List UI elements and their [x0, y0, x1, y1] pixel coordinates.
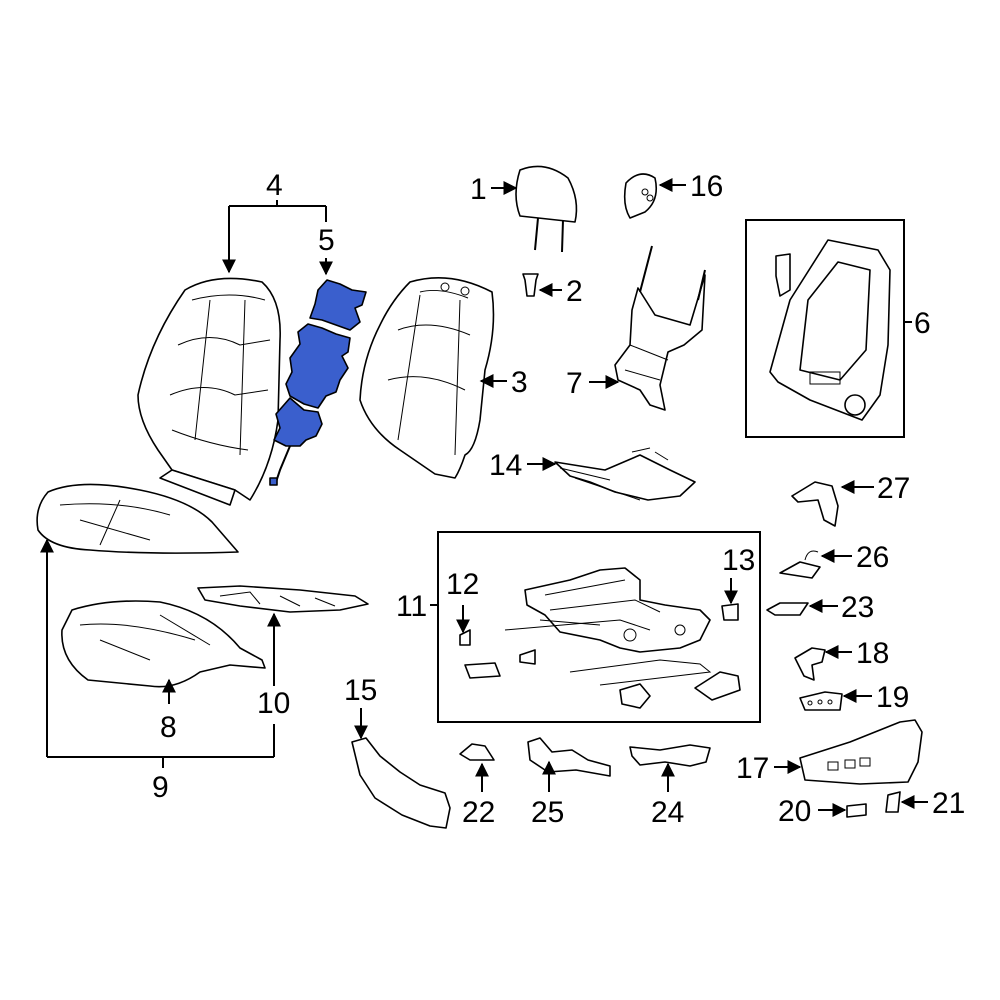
part-10-cushion-heater[interactable]	[197, 585, 369, 613]
callout-10[interactable]: 10	[257, 687, 290, 720]
part-25-bracket[interactable]	[527, 737, 611, 777]
part-20-knob[interactable]	[846, 803, 867, 818]
part-1-headrest[interactable]	[515, 165, 578, 253]
part-26-clip[interactable]	[779, 550, 821, 579]
callout-6[interactable]: 6	[914, 307, 931, 340]
callout-7[interactable]: 7	[566, 367, 583, 400]
part-5-seatback-heater[interactable]	[269, 279, 367, 486]
part-2-headrest-guide[interactable]	[522, 273, 539, 297]
callout-20[interactable]: 20	[778, 795, 811, 828]
callout-21[interactable]: 21	[932, 787, 965, 820]
callout-4[interactable]: 4	[266, 169, 283, 202]
callout-2[interactable]: 2	[566, 275, 583, 308]
part-9-cushion-cover[interactable]	[36, 483, 239, 554]
part-6-seatback-frame-group[interactable]	[745, 219, 905, 438]
callout-14[interactable]: 14	[489, 449, 522, 482]
callout-27[interactable]: 27	[877, 472, 910, 505]
callout-5[interactable]: 5	[318, 224, 335, 257]
part-16-cover[interactable]	[623, 173, 658, 219]
part-8-seat-cushion-pad[interactable]	[61, 600, 266, 688]
callout-22[interactable]: 22	[462, 796, 495, 829]
part-18-bracket[interactable]	[794, 647, 826, 681]
part-24-bracket[interactable]	[629, 744, 711, 767]
callout-16[interactable]: 16	[690, 170, 723, 203]
part-3-seatback-pad[interactable]	[359, 277, 495, 479]
callout-18[interactable]: 18	[856, 637, 889, 670]
part-19-switch[interactable]	[799, 691, 843, 711]
part-22-cover[interactable]	[459, 743, 495, 761]
callout-24[interactable]: 24	[651, 796, 684, 829]
callout-25[interactable]: 25	[531, 796, 564, 829]
callout-19[interactable]: 19	[876, 681, 909, 714]
callout-13[interactable]: 13	[722, 544, 755, 577]
callout-9[interactable]: 9	[152, 771, 169, 804]
part-17-side-shield[interactable]	[799, 719, 923, 785]
leader-lines	[40, 178, 928, 817]
part-14-lever-assembly[interactable]	[554, 447, 696, 501]
callout-labels: 4 5 1 16 2 3 7 6 14 27 26 23 18 19 17 20…	[152, 169, 965, 829]
callout-23[interactable]: 23	[841, 591, 874, 624]
part-7-frame[interactable]	[614, 245, 706, 411]
callout-3[interactable]: 3	[511, 366, 528, 399]
callout-15[interactable]: 15	[344, 674, 377, 707]
callout-26[interactable]: 26	[856, 541, 889, 574]
callout-17[interactable]: 17	[736, 752, 769, 785]
callout-11[interactable]: 11	[396, 590, 427, 623]
part-15-trim[interactable]	[351, 737, 451, 829]
callout-1[interactable]: 1	[470, 173, 487, 206]
part-21-knob[interactable]	[885, 791, 901, 813]
part-23-cover[interactable]	[766, 602, 809, 616]
part-27-bracket[interactable]	[791, 481, 839, 527]
callout-12[interactable]: 12	[446, 568, 479, 601]
callout-8[interactable]: 8	[160, 711, 177, 744]
part-4-seatback-cover[interactable]	[137, 277, 281, 506]
part-11-seat-adjuster-group[interactable]	[437, 531, 761, 723]
